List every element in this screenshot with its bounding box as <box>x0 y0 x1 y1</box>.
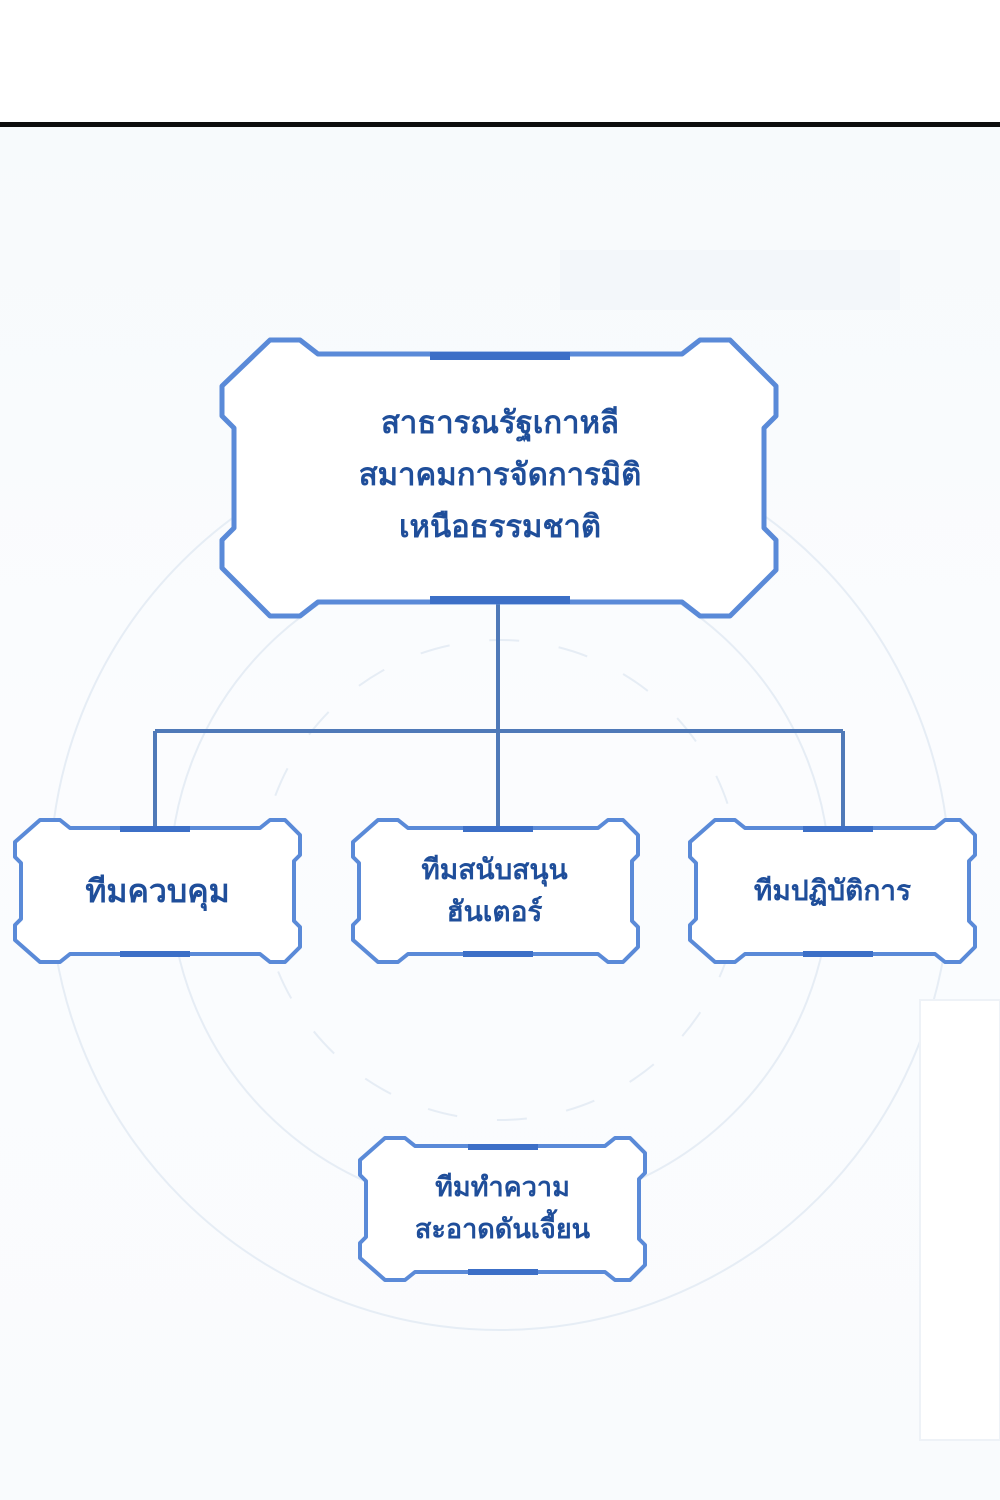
support-team-line-2: ฮันเตอร์ <box>446 895 543 928</box>
control-node-frame <box>13 818 302 964</box>
cleaning-team-line-2: สะอาดดันเจี้ยน <box>414 1214 591 1245</box>
cleaning-team-label: ทีมทำความ สะอาดดันเจี้ยน <box>370 1146 635 1272</box>
control-team-label: ทีมควบคุม <box>25 828 290 954</box>
support-node-frame <box>351 818 640 964</box>
support-team-label: ทีมสนับสนุน ฮันเตอร์ <box>362 828 627 954</box>
root-node-frame <box>219 337 779 619</box>
root-node-label: สาธารณรัฐเกาหลี สมาคมการจัดการมิติ เหนือ… <box>240 370 760 580</box>
root-line-2: สมาคมการจัดการมิติ <box>358 457 642 493</box>
operations-team-line-1: ทีมปฏิบัติการ <box>753 874 912 907</box>
cleaning-node-frame <box>358 1136 647 1282</box>
operations-node-frame <box>688 818 977 964</box>
support-team-line-1: ทีมสนับสนุน <box>421 853 568 886</box>
root-line-3: เหนือธรรมชาติ <box>398 509 602 545</box>
operations-team-label: ทีมปฏิบัติการ <box>700 828 965 954</box>
top-blank-area <box>0 0 1000 124</box>
control-team-line-1: ทีมควบคุม <box>85 872 230 910</box>
panel-divider-line <box>0 122 1000 127</box>
cleaning-team-line-1: ทีมทำความ <box>435 1172 570 1203</box>
root-line-1: สาธารณรัฐเกาหลี <box>380 405 620 441</box>
